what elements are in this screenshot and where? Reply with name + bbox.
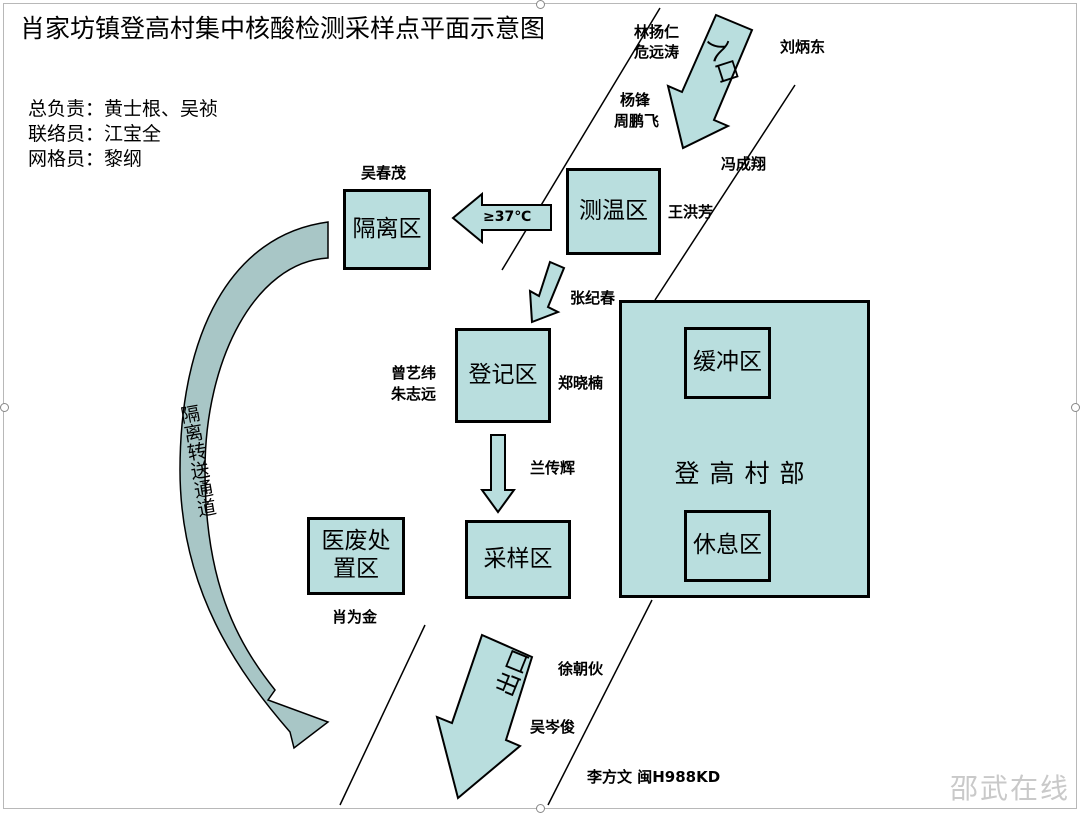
arrow-to-sampling — [480, 434, 516, 514]
staff-label: 郑晓楠 — [558, 374, 604, 392]
staff-label: 周鹏飞 — [614, 112, 660, 130]
info-liaison: 联络员：江宝全 — [28, 123, 162, 145]
entrance-arrow — [666, 13, 754, 150]
staff-label: 李方文 闽H988KD — [587, 768, 721, 786]
zone-buffer: 缓冲区 — [684, 327, 771, 399]
zone-medical-waste-label: 医废处 置区 — [321, 528, 391, 582]
staff-label: 徐朝伙 — [558, 660, 604, 678]
zone-rest: 休息区 — [684, 510, 771, 582]
zone-temperature: 测温区 — [566, 168, 661, 255]
staff-label: 冯成翔 — [721, 155, 767, 173]
exit-arrow — [435, 633, 534, 800]
staff-label: 刘炳东 — [780, 38, 826, 56]
resize-handle-right[interactable] — [1071, 403, 1080, 412]
page-title: 肖家坊镇登高村集中核酸检测采样点平面示意图 — [20, 14, 546, 43]
arrow-to-registration — [528, 260, 566, 324]
fever-arrow — [451, 191, 552, 245]
staff-label: 吴春茂 — [361, 164, 407, 182]
info-leader: 总负责：黄士根、吴祯 — [28, 98, 219, 120]
road-line-bottom-right — [547, 599, 653, 806]
resize-handle-bottom[interactable] — [536, 804, 545, 813]
staff-label: 危远涛 — [634, 43, 680, 61]
road-line-top-right — [654, 84, 796, 301]
zone-sampling: 采样区 — [465, 520, 571, 599]
watermark: 邵武在线 — [949, 772, 1070, 805]
road-line-bottom-left — [339, 624, 426, 806]
staff-label: 兰传辉 — [530, 459, 576, 477]
info-grid: 网格员：黎纲 — [28, 148, 143, 170]
staff-label: 肖为金 — [332, 608, 378, 626]
staff-label: 朱志远 — [391, 385, 437, 403]
staff-label: 吴岑俊 — [530, 718, 576, 736]
staff-label: 张纪春 — [570, 289, 616, 307]
zone-registration: 登记区 — [455, 328, 551, 423]
zone-isolation: 隔离区 — [343, 189, 431, 270]
staff-label: 王洪芳 — [668, 203, 714, 221]
resize-handle-top[interactable] — [536, 0, 545, 9]
staff-label: 杨锋 — [620, 91, 651, 109]
zone-medical-waste: 医废处 置区 — [307, 517, 405, 595]
village-office-label: 登高村部 — [674, 459, 815, 488]
staff-label: 曾艺纬 — [391, 364, 437, 382]
fever-threshold-label: ≥37℃ — [483, 209, 532, 225]
isolation-transfer-channel — [179, 221, 330, 750]
resize-handle-left[interactable] — [0, 403, 9, 412]
staff-label: 林扬仁 — [634, 23, 680, 41]
